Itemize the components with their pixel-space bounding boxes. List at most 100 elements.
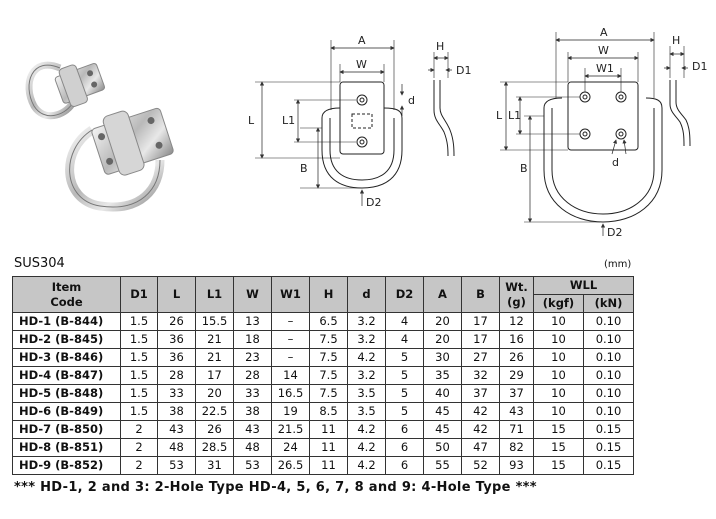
cell-kgf: 10 xyxy=(533,330,584,349)
cell-l: 53 xyxy=(157,456,196,475)
cell-a: 20 xyxy=(423,330,462,349)
cell-h: 7.5 xyxy=(309,330,348,349)
header-d: d xyxy=(347,276,386,313)
cell-wt: 43 xyxy=(499,402,534,421)
cell-w1: 21.5 xyxy=(271,420,310,439)
cell-a: 35 xyxy=(423,366,462,385)
cell-w1: – xyxy=(271,312,310,331)
right-label-L: L xyxy=(496,109,503,122)
cell-kn: 0.10 xyxy=(583,312,634,331)
right-label-A: A xyxy=(600,26,608,39)
cell-a: 45 xyxy=(423,402,462,421)
left-label-A: A xyxy=(358,34,366,47)
left-label-d: d xyxy=(408,94,415,107)
cell-a: 40 xyxy=(423,384,462,403)
right-label-d: d xyxy=(612,156,619,169)
cell-l1: 21 xyxy=(195,330,234,349)
cell-h: 6.5 xyxy=(309,312,348,331)
header-wll-kgf: (kgf) xyxy=(533,294,584,313)
cell-l: 33 xyxy=(157,384,196,403)
right-label-W1: W1 xyxy=(596,62,614,75)
cell-b: 17 xyxy=(461,330,500,349)
cell-wt: 37 xyxy=(499,384,534,403)
cell-d1: 1.5 xyxy=(120,330,158,349)
cell-wt: 26 xyxy=(499,348,534,367)
cell-d: 3.2 xyxy=(347,330,386,349)
cell-b: 27 xyxy=(461,348,500,367)
cell-l1: 31 xyxy=(195,456,234,475)
cell-l: 38 xyxy=(157,402,196,421)
cell-d2: 5 xyxy=(385,366,424,385)
header-L: L xyxy=(157,276,196,313)
cell-kgf: 15 xyxy=(533,420,584,439)
footnote: *** HD-1, 2 and 3: 2-Hole Type HD-4, 5, … xyxy=(14,480,537,495)
cell-d: 4.2 xyxy=(347,456,386,475)
cell-code: HD-1 (B-844) xyxy=(12,312,121,331)
cell-d: 4.2 xyxy=(347,348,386,367)
cell-d1: 2 xyxy=(120,420,158,439)
cell-h: 11 xyxy=(309,438,348,457)
drawings: A W L L1 B d D2 H D1 xyxy=(25,26,707,239)
drawing-4-hole xyxy=(500,32,691,236)
cell-d1: 1.5 xyxy=(120,312,158,331)
left-label-B: B xyxy=(300,162,308,175)
cell-w: 48 xyxy=(233,438,272,457)
header-A: A xyxy=(423,276,462,313)
cell-l: 36 xyxy=(157,348,196,367)
cell-l: 43 xyxy=(157,420,196,439)
cell-wt: 16 xyxy=(499,330,534,349)
cell-l1: 15.5 xyxy=(195,312,234,331)
cell-d2: 5 xyxy=(385,348,424,367)
cell-b: 37 xyxy=(461,384,500,403)
cell-kgf: 10 xyxy=(533,348,584,367)
right-label-B: B xyxy=(520,162,528,175)
cell-kgf: 10 xyxy=(533,384,584,403)
cell-d2: 5 xyxy=(385,402,424,421)
large-plate-image xyxy=(91,107,174,176)
cell-h: 7.5 xyxy=(309,384,348,403)
cell-kgf: 10 xyxy=(533,312,584,331)
small-plate-image xyxy=(54,62,105,107)
cell-l: 36 xyxy=(157,330,196,349)
cell-b: 52 xyxy=(461,456,500,475)
cell-w1: 26.5 xyxy=(271,456,310,475)
cell-w1: 19 xyxy=(271,402,310,421)
cell-d1: 1.5 xyxy=(120,366,158,385)
cell-w: 43 xyxy=(233,420,272,439)
cell-w1: 24 xyxy=(271,438,310,457)
figure-area: A W L L1 B d D2 H D1 xyxy=(0,0,716,250)
cell-d2: 5 xyxy=(385,384,424,403)
cell-w1: – xyxy=(271,330,310,349)
cell-wt: 12 xyxy=(499,312,534,331)
cell-kn: 0.10 xyxy=(583,384,634,403)
cell-w1: 14 xyxy=(271,366,310,385)
cell-b: 47 xyxy=(461,438,500,457)
cell-wt: 71 xyxy=(499,420,534,439)
cell-b: 32 xyxy=(461,366,500,385)
cell-kgf: 15 xyxy=(533,438,584,457)
cell-w1: – xyxy=(271,348,310,367)
cell-w: 53 xyxy=(233,456,272,475)
cell-a: 45 xyxy=(423,420,462,439)
drawing-2-hole xyxy=(255,40,455,206)
cell-w: 33 xyxy=(233,384,272,403)
left-label-D2: D2 xyxy=(366,196,381,209)
cell-l1: 28.5 xyxy=(195,438,234,457)
cell-w: 28 xyxy=(233,366,272,385)
cell-l: 28 xyxy=(157,366,196,385)
cell-kn: 0.10 xyxy=(583,348,634,367)
cell-kn: 0.15 xyxy=(583,438,634,457)
cell-w: 23 xyxy=(233,348,272,367)
header-H: H xyxy=(309,276,348,313)
cell-kn: 0.15 xyxy=(583,420,634,439)
header-D1: D1 xyxy=(120,276,158,313)
cell-a: 55 xyxy=(423,456,462,475)
